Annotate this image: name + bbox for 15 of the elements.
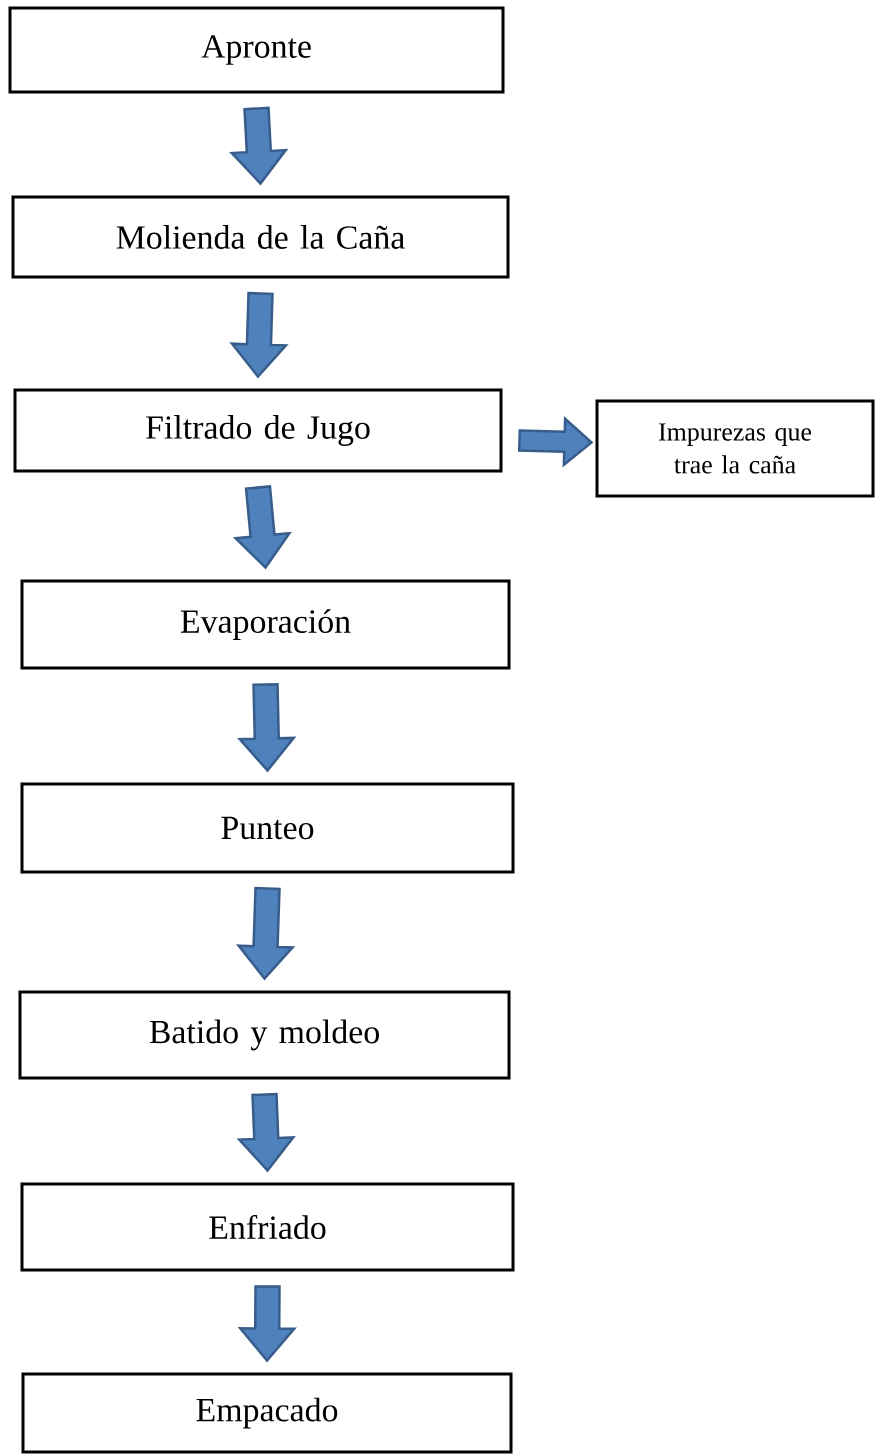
process-box: Apronte [8, 6, 505, 94]
process-box: Impurezas que trae la caña [595, 399, 875, 498]
process-box: Empacado [21, 1372, 513, 1454]
block-arrow [236, 1092, 296, 1173]
process-box: Evaporación [20, 579, 511, 670]
block-arrow [229, 106, 289, 186]
process-box: Filtrado de Jugo [13, 388, 503, 473]
process-box: Batido y moldeo [18, 990, 511, 1080]
process-box: Punteo [20, 782, 515, 874]
block-arrow [237, 1285, 297, 1363]
block-arrow [232, 485, 292, 570]
block-arrow [229, 291, 289, 379]
process-box: Molienda de la Caña [11, 195, 510, 279]
process-box: Enfriado [20, 1182, 515, 1272]
block-arrow [235, 886, 296, 981]
